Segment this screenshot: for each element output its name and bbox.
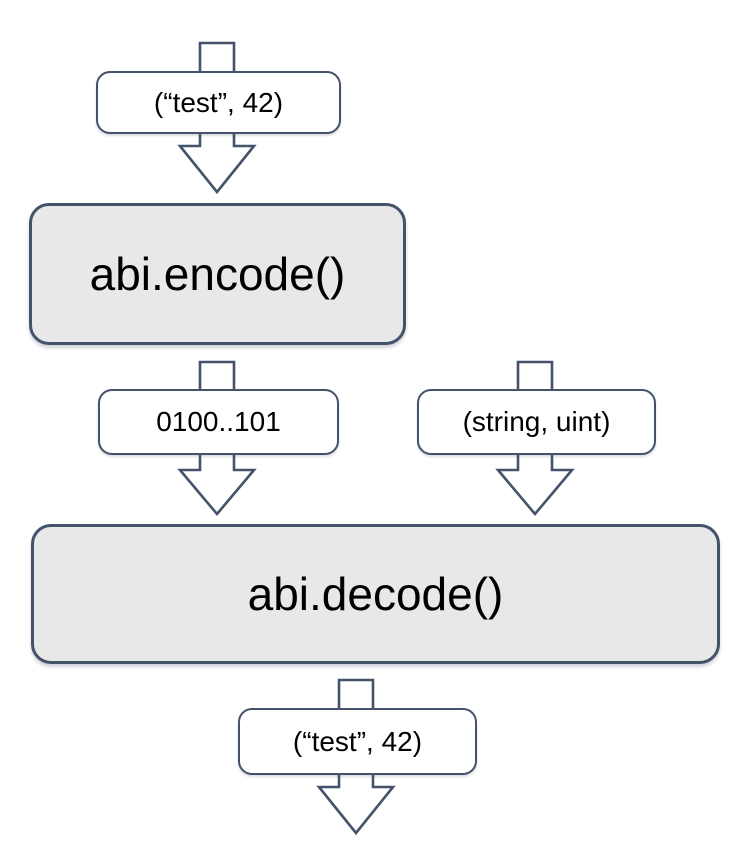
abi-decode-box: abi.decode() (31, 524, 720, 664)
encoded-bytes-label: 0100..101 (98, 389, 339, 455)
types-tuple-label: (string, uint) (417, 389, 656, 455)
input-tuple-label: (“test”, 42) (96, 71, 341, 134)
abi-encode-box: abi.encode() (29, 203, 406, 345)
output-tuple-label: (“test”, 42) (238, 708, 477, 775)
